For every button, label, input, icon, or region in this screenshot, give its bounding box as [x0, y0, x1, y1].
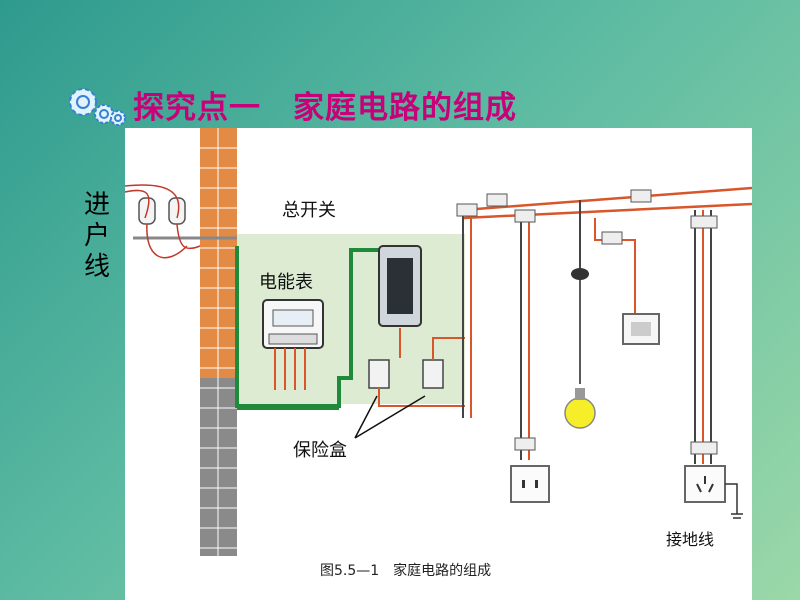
fuse-box-label: 保险盒	[293, 440, 347, 461]
household-circuit-figure: 总开关 电能表 保险盒 接地线 图5.5—1 家庭电路的组成	[125, 128, 752, 600]
ground-wire-label: 接地线	[666, 530, 715, 549]
figure-caption: 图5.5—1 家庭电路的组成	[320, 563, 492, 579]
incoming-line-label: 进户线	[83, 190, 110, 282]
gears-icon	[66, 82, 128, 130]
main-switch-label: 总开关	[282, 200, 336, 221]
energy-meter-label: 电能表	[259, 272, 313, 293]
circuit-diagram	[125, 128, 752, 556]
page-title: 探究点一 家庭电路的组成	[133, 90, 517, 126]
